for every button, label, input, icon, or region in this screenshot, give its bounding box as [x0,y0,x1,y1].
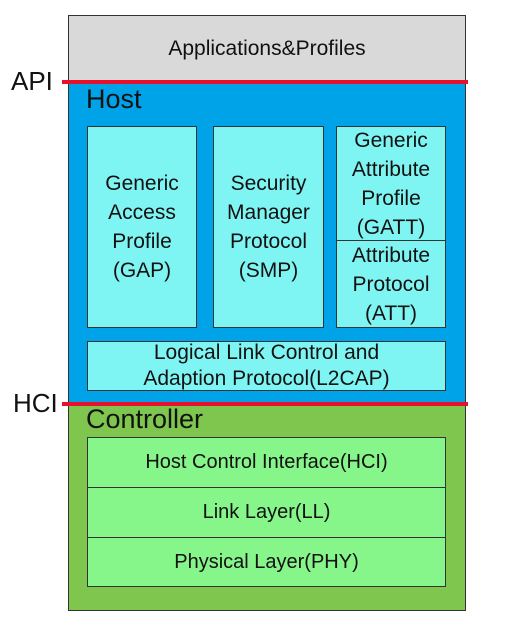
link-layer-block: Link Layer(LL) [87,487,446,538]
l2cap-block: Logical Link Control and Adaption Protoc… [87,341,446,391]
hci-label: HCI [13,388,58,418]
api-boundary-line [62,80,468,84]
applications-profiles-box: Applications&Profiles [68,15,466,82]
gatt-label: Generic Attribute Profile (GATT) [351,128,431,239]
hci-block-label: Host Control Interface(HCI) [145,451,388,473]
physical-layer-block: Physical Layer(PHY) [87,537,446,587]
controller-title: Controller [86,404,204,434]
gap-block: Generic Access Profile (GAP) [87,126,197,328]
smp-label: Security Manager Protocol (SMP) [227,172,310,282]
smp-block: Security Manager Protocol (SMP) [213,126,324,328]
gap-label: Generic Access Profile (GAP) [105,172,179,282]
hci-boundary-line [62,402,468,406]
gatt-block: Generic Attribute Profile (GATT) [336,126,446,241]
host-title: Host [86,84,142,114]
att-label: Attribute Protocol (ATT) [351,243,431,325]
applications-profiles-label: Applications&Profiles [168,36,366,60]
hci-block: Host Control Interface(HCI) [87,437,446,488]
l2cap-label: Logical Link Control and Adaption Protoc… [143,341,390,390]
link-layer-label: Link Layer(LL) [202,501,331,523]
api-label: API [11,66,53,96]
att-block: Attribute Protocol (ATT) [336,240,446,328]
physical-layer-label: Physical Layer(PHY) [174,550,359,573]
